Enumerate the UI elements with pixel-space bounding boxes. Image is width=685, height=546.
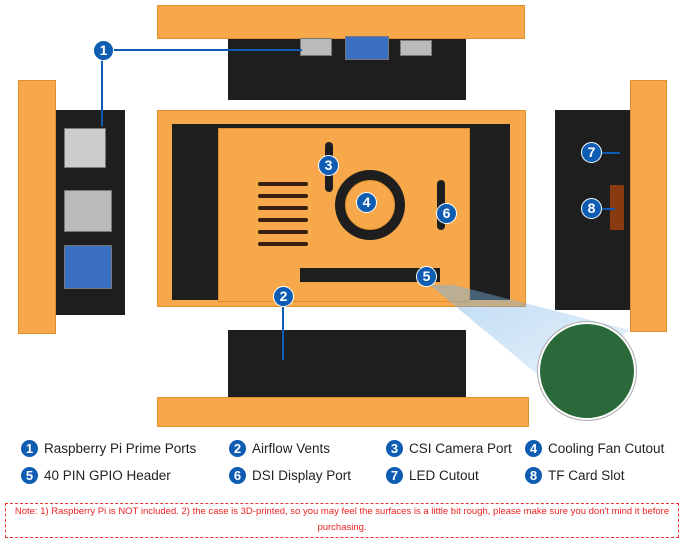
legend-item-4: 4 Cooling Fan Cutout [524,439,664,458]
legend-label: Cooling Fan Cutout [548,441,665,456]
legend-label: 40 PIN GPIO Header [44,468,171,483]
legend-label: LED Cutout [409,468,479,483]
legend-label: CSI Camera Port [409,441,512,456]
legend-item-5: 5 40 PIN GPIO Header [20,466,171,485]
legend-label: Raspberry Pi Prime Ports [44,441,197,456]
legend-badge: 5 [20,466,39,485]
legend-item-6: 6 DSI Display Port [228,466,351,485]
legend-badge: 8 [524,466,543,485]
callout-badge-4: 4 [356,192,377,213]
callout-badge-5: 5 [416,266,437,287]
legend-item-7: 7 LED Cutout [385,466,479,485]
callout-badge-2: 2 [273,286,294,307]
gpio-zoom-circle [538,322,636,420]
legend-badge: 4 [524,439,543,458]
legend-item-2: 2 Airflow Vents [228,439,330,458]
legend-label: TF Card Slot [548,468,625,483]
callout-badge-3: 3 [318,155,339,176]
callout-badge-7: 7 [581,142,602,163]
legend-item-8: 8 TF Card Slot [524,466,625,485]
legend-item-3: 3 CSI Camera Port [385,439,512,458]
legend-badge: 6 [228,466,247,485]
legend-badge: 2 [228,439,247,458]
legend-badge: 7 [385,466,404,485]
callout-badge-1: 1 [93,40,114,61]
legend-badge: 1 [20,439,39,458]
legend-item-1: 1 Raspberry Pi Prime Ports [20,439,196,458]
legend-label: Airflow Vents [252,441,331,456]
callout-badge-8: 8 [581,198,602,219]
legend-badge: 3 [385,439,404,458]
callout-badge-6: 6 [436,203,457,224]
legend-label: DSI Display Port [252,468,352,483]
disclaimer-note: Note: 1) Raspberry Pi is NOT included. 2… [5,503,679,538]
